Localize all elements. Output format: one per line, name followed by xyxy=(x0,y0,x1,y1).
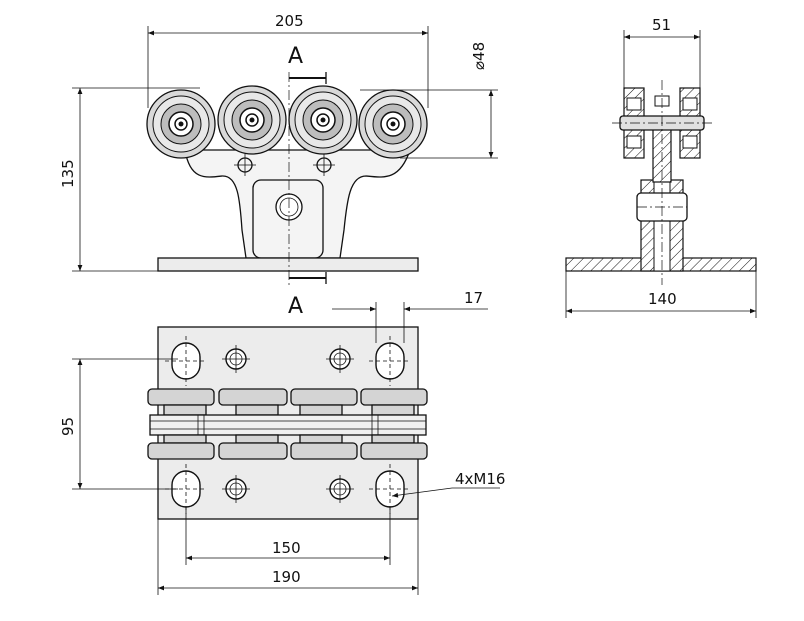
slot-hole-top-left xyxy=(165,336,207,386)
dim-height-total xyxy=(72,87,200,272)
dim-plate-side xyxy=(565,271,757,318)
dim-width-side-label: 51 xyxy=(652,16,671,34)
thread-callout-label: 4xM16 xyxy=(455,470,505,488)
dim-hole-spacing-y xyxy=(72,358,178,490)
front-wheel-1 xyxy=(146,89,216,159)
dim-wheel-diameter xyxy=(360,89,498,159)
top-axle-band xyxy=(149,404,427,444)
front-view: A A 205 ⌀48 135 xyxy=(59,12,498,319)
dim-slot-offset xyxy=(332,302,488,343)
threaded-hole-top-right xyxy=(326,345,354,373)
front-wheel-4 xyxy=(358,89,428,159)
dim-width-front xyxy=(147,26,429,108)
dim-width-side xyxy=(623,30,701,88)
dim-hole-spacing-x-label: 150 xyxy=(272,539,301,557)
threaded-hole-bottom-left xyxy=(222,475,250,503)
dim-width-front-label: 205 xyxy=(275,12,304,30)
slot-hole-top-right xyxy=(369,336,411,386)
front-fixing-hole-left xyxy=(234,154,256,176)
dim-plate-length-label: 190 xyxy=(272,568,301,586)
dim-plate-length xyxy=(157,519,419,595)
dim-wheel-diameter-label: ⌀48 xyxy=(470,42,488,70)
threaded-hole-top-left xyxy=(222,345,250,373)
front-wheel-2 xyxy=(217,85,287,155)
top-roller-row-lower xyxy=(147,442,428,460)
dim-hole-spacing-y-label: 95 xyxy=(59,417,77,436)
front-fixing-hole-right xyxy=(313,154,335,176)
thread-callout-leader xyxy=(391,487,500,498)
dim-height-total-label: 135 xyxy=(59,159,77,188)
front-base-plate xyxy=(157,257,419,272)
section-label-top: A xyxy=(288,44,303,69)
side-section-view: 51 140 xyxy=(565,16,757,318)
slot-hole-bottom-right xyxy=(369,464,411,514)
section-line-a xyxy=(288,72,327,285)
dim-slot-offset-label: 17 xyxy=(464,289,483,307)
front-wheel-3 xyxy=(288,85,358,155)
dim-hole-spacing-x xyxy=(185,507,391,565)
dim-plate-side-label: 140 xyxy=(648,290,677,308)
section-label-bottom: A xyxy=(288,294,303,319)
top-view: 17 95 4xM16 150 190 xyxy=(59,289,505,595)
threaded-hole-bottom-right xyxy=(326,475,354,503)
